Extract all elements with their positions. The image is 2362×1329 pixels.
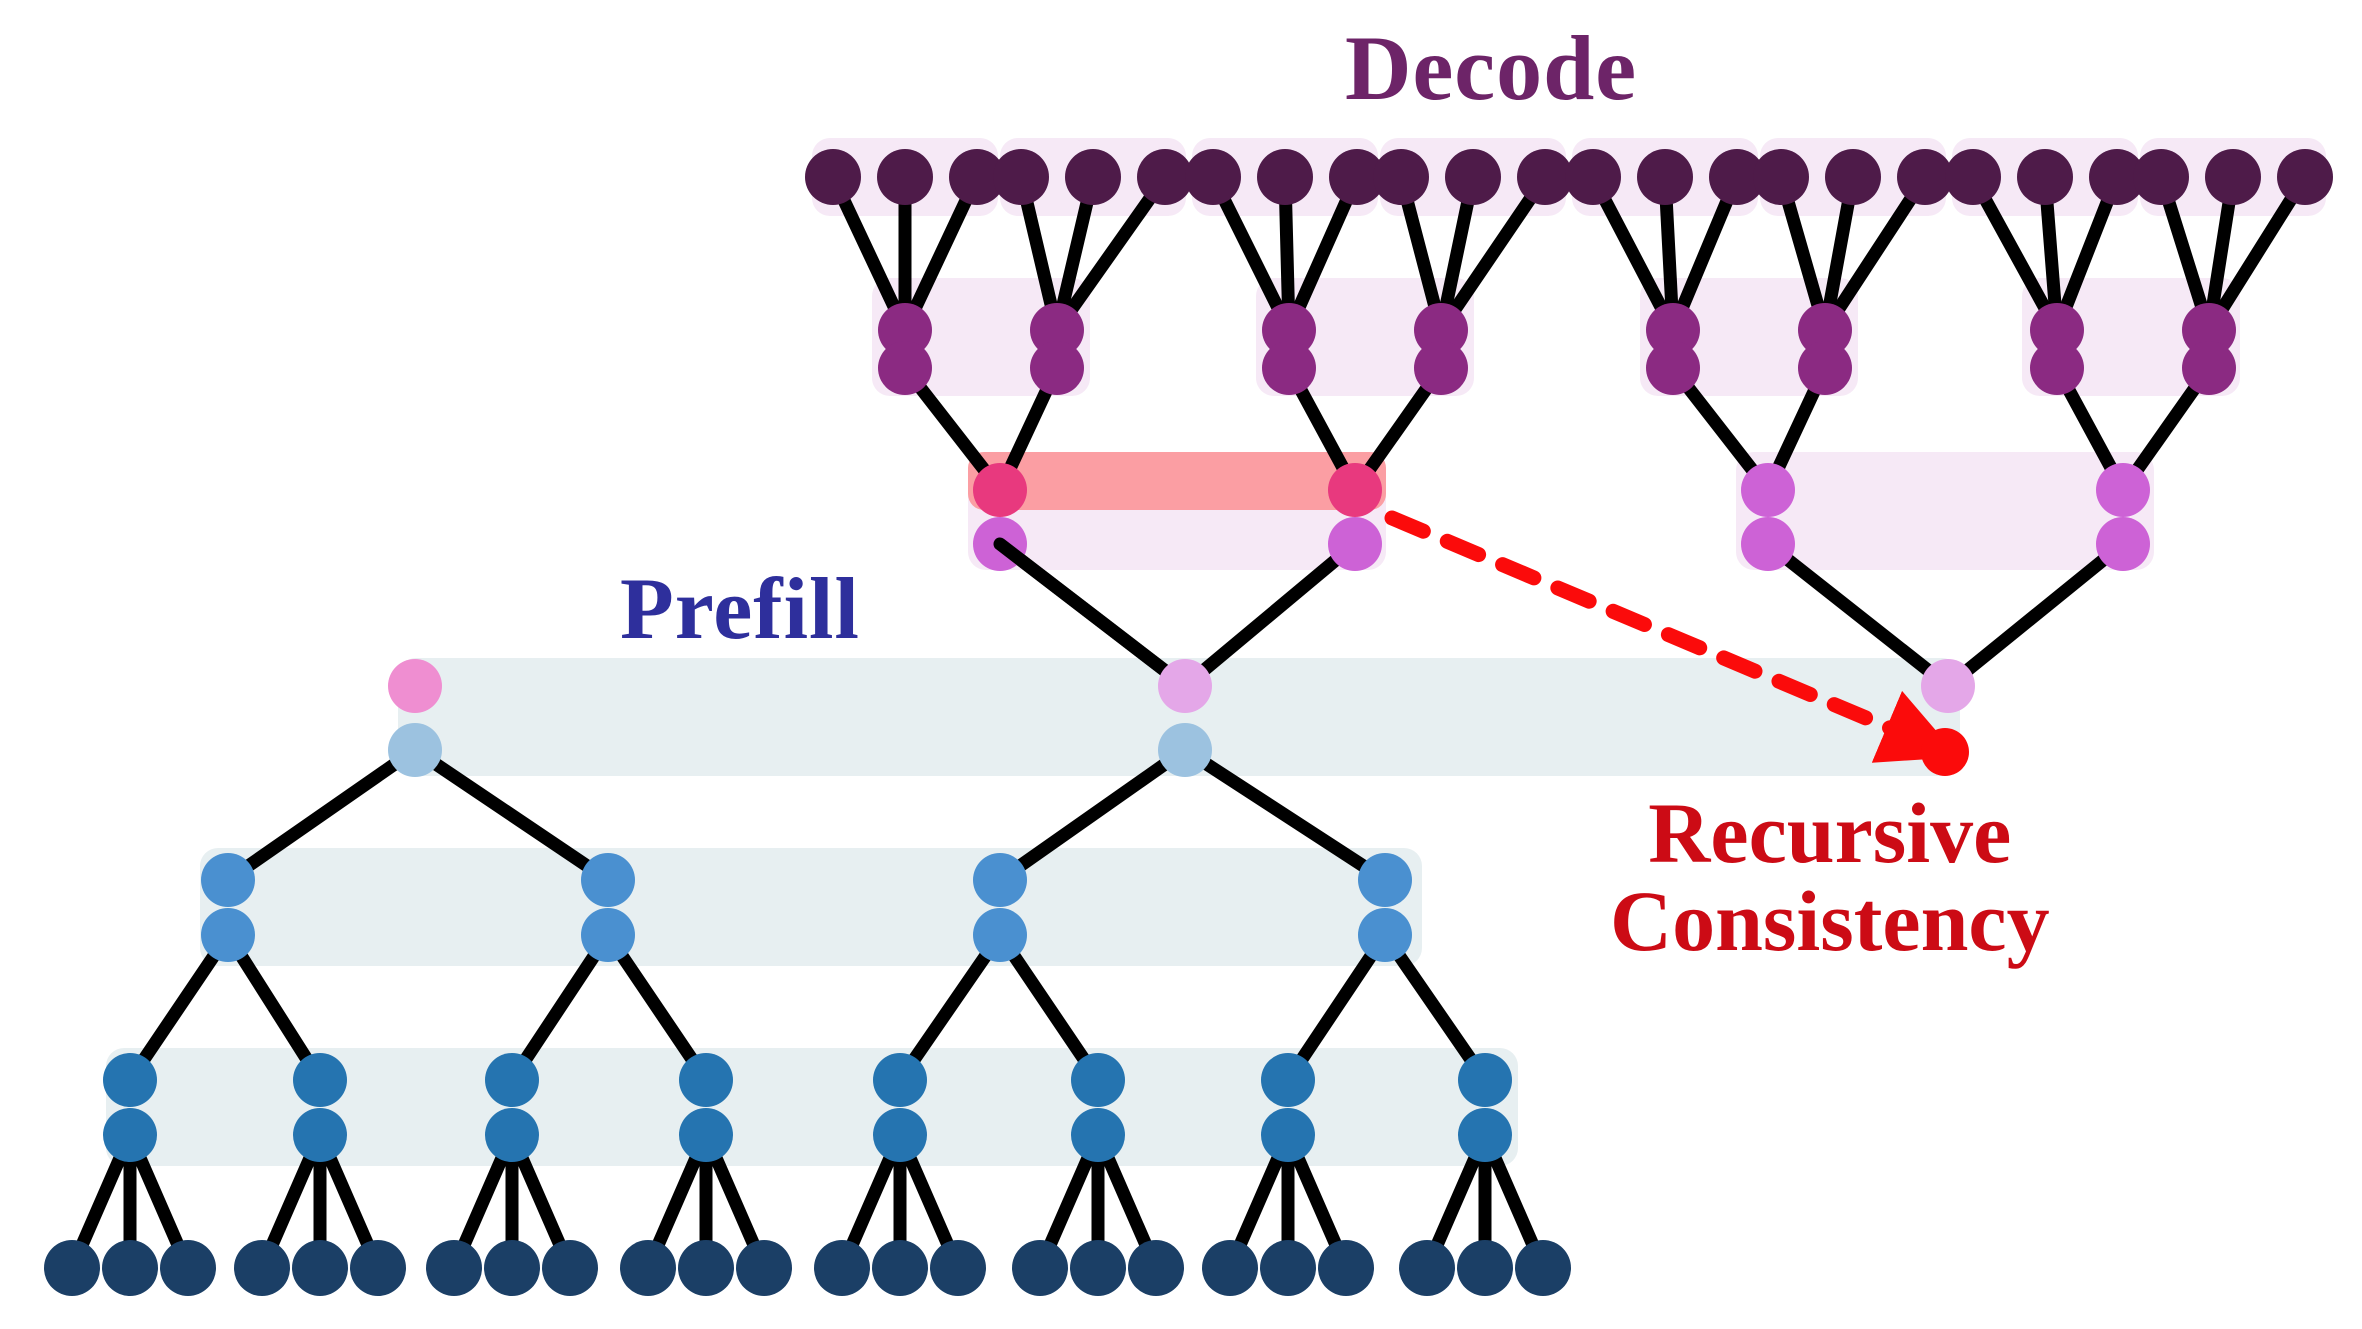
prefill-bands: [106, 658, 1960, 1166]
decode-level3-right-nodes: [1741, 463, 2150, 517]
decode-highlighted-root-nodes: [973, 463, 1382, 517]
prefill-mid-nodes: [103, 1053, 1512, 1162]
recursive-consistency-arrow: [1384, 510, 1969, 776]
decode-mid-nodes: [878, 303, 2236, 395]
prefill-blue-nodes: [201, 853, 1412, 962]
decode-title: Decode: [1345, 17, 1638, 119]
decode-edges: [826, 170, 2312, 693]
prefill-root-pink-nodes: [388, 659, 442, 713]
prefill-title: Prefill: [620, 561, 860, 658]
decode-leaf-nodes: [805, 149, 2333, 205]
decode-root-red-band: [968, 452, 1386, 510]
prefill-lightblue-nodes: [388, 723, 1212, 777]
prefill-leaf-nodes: [44, 1240, 1571, 1296]
